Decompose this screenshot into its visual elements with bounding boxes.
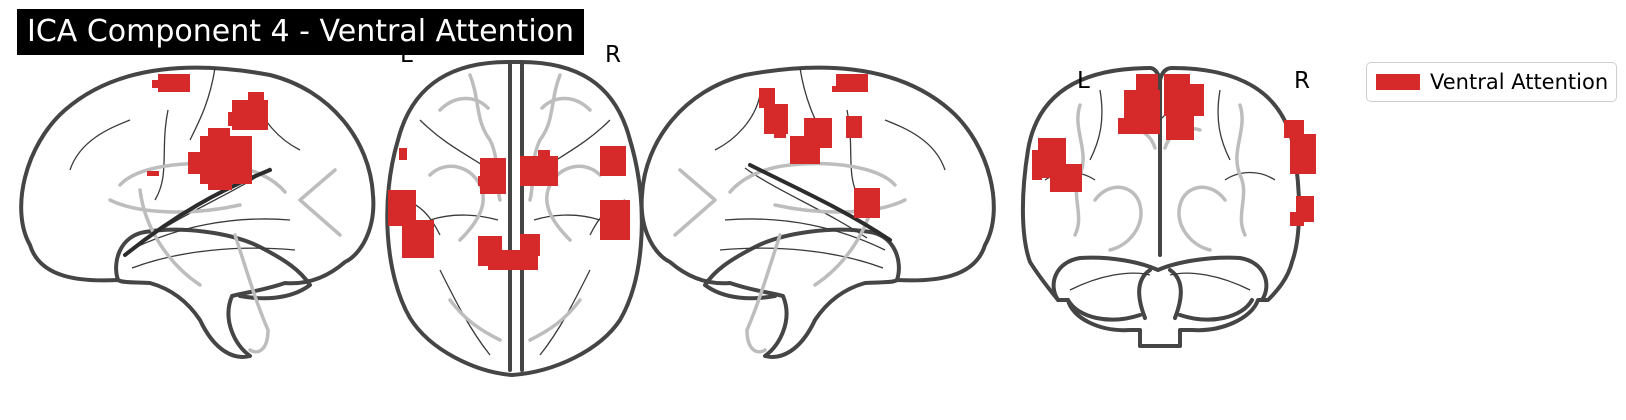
activation-cluster bbox=[147, 74, 268, 190]
activation-cluster bbox=[759, 74, 880, 218]
coronal-view: L R bbox=[1020, 66, 1316, 348]
figure-title: ICA Component 4 - Ventral Attention bbox=[17, 9, 585, 55]
sagittal-right-view bbox=[639, 65, 996, 359]
activation-cluster bbox=[388, 146, 630, 270]
activation-cluster bbox=[1032, 74, 1316, 226]
legend-label: Ventral Attention bbox=[1430, 70, 1609, 94]
legend-swatch bbox=[1376, 74, 1420, 90]
axial-view: L R bbox=[385, 42, 644, 377]
sagittal-left-view bbox=[19, 65, 376, 359]
orientation-label-right: R bbox=[605, 42, 621, 68]
brain-outline bbox=[385, 60, 644, 377]
orientation-label-left: L bbox=[1077, 68, 1090, 94]
brain-outline bbox=[1020, 66, 1302, 348]
brain-outline bbox=[639, 65, 996, 359]
legend: Ventral Attention bbox=[1366, 62, 1617, 102]
orientation-label-right: R bbox=[1294, 68, 1310, 94]
brain-outline bbox=[19, 65, 376, 359]
